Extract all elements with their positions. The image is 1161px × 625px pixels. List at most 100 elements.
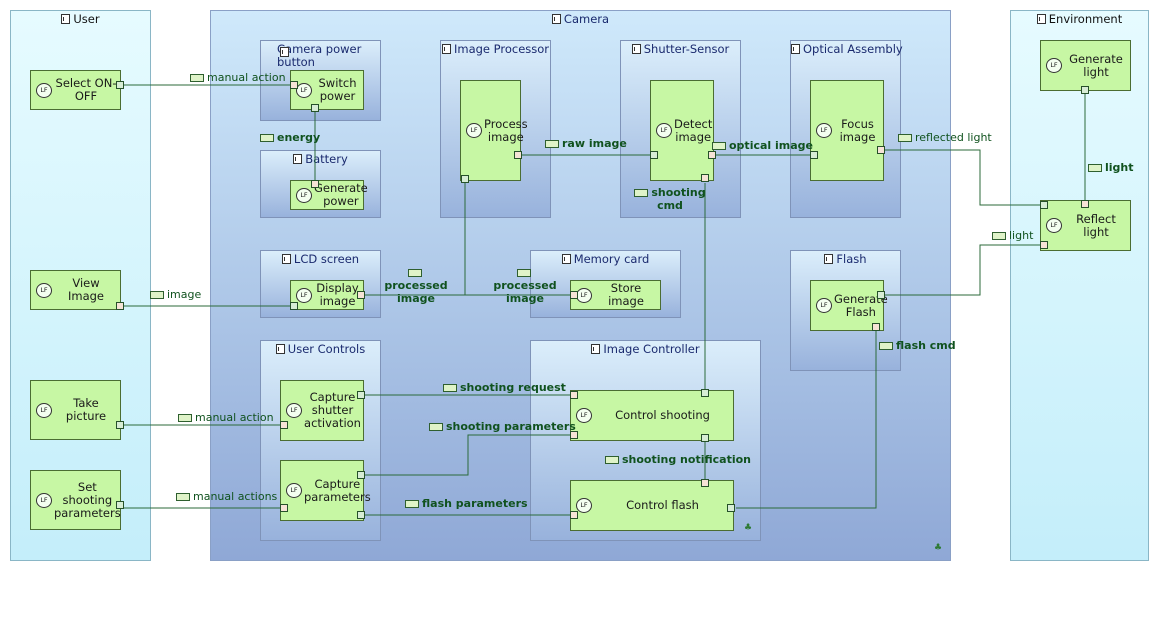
function-label: Reflect light — [1076, 211, 1116, 239]
function-icon: LF — [576, 287, 592, 303]
output-port[interactable] — [810, 151, 818, 159]
exchange-label: processed image — [485, 266, 565, 305]
function-label: Process image — [484, 116, 528, 144]
function-icon: LF — [576, 498, 592, 513]
input-port[interactable] — [570, 511, 578, 519]
exchange-icon — [992, 232, 1006, 240]
function-label: Focus image — [839, 116, 876, 144]
input-port[interactable] — [280, 421, 288, 429]
output-port[interactable] — [357, 391, 365, 399]
exchange-icon — [150, 291, 164, 299]
component-title: Image Controller — [531, 343, 760, 356]
input-port[interactable] — [872, 323, 880, 331]
input-port[interactable] — [570, 431, 578, 439]
hierarchy-icon[interactable]: ♣ — [933, 543, 943, 553]
output-port[interactable] — [701, 434, 709, 442]
input-port[interactable] — [357, 291, 365, 299]
input-port[interactable] — [514, 151, 522, 159]
exchange-label: light — [992, 229, 1033, 242]
camera-title: Camera — [211, 13, 950, 26]
component-title: Battery — [261, 153, 380, 166]
output-port[interactable] — [357, 511, 365, 519]
input-port[interactable] — [570, 291, 578, 299]
output-port[interactable] — [357, 471, 365, 479]
function-label: Capture shutter activation — [304, 390, 361, 430]
exchange-icon — [879, 342, 893, 350]
function-label: Generate Flash — [834, 291, 888, 319]
input-port[interactable] — [701, 479, 709, 487]
output-port[interactable] — [116, 81, 124, 89]
exchange-label: shooting request — [443, 381, 566, 394]
component-icon — [631, 44, 641, 54]
function-label: Select ON-OFF — [55, 76, 117, 103]
function-label: Detect image — [674, 116, 713, 144]
function-control-shooting[interactable]: LF Control shooting — [570, 390, 734, 441]
hierarchy-icon[interactable]: ♣ — [743, 523, 753, 533]
output-port[interactable] — [727, 504, 735, 512]
input-port[interactable] — [280, 504, 288, 512]
input-port[interactable] — [1040, 241, 1048, 249]
output-port[interactable] — [1081, 86, 1089, 94]
link-shooting-parameters — [364, 434, 571, 476]
actor-icon — [1036, 14, 1046, 24]
input-port[interactable] — [701, 174, 709, 182]
exchange-label: optical image — [712, 139, 813, 152]
exchange-icon — [429, 423, 443, 431]
exchange-icon — [176, 493, 190, 501]
exchange-label: shooting cmd — [633, 186, 707, 212]
input-port[interactable] — [116, 302, 124, 310]
component-icon — [791, 44, 800, 54]
exchange-icon — [260, 134, 274, 142]
function-icon: LF — [576, 408, 592, 423]
function-icon: LF — [296, 287, 312, 303]
link-flash-cmd — [736, 331, 877, 509]
output-port[interactable] — [116, 501, 124, 509]
component-title: Flash — [791, 253, 900, 266]
exchange-label: manual action — [190, 71, 286, 84]
output-port[interactable] — [311, 104, 319, 112]
output-port[interactable] — [1040, 201, 1048, 209]
exchange-icon — [190, 74, 204, 82]
output-port[interactable] — [701, 389, 709, 397]
component-icon — [275, 344, 285, 354]
input-port[interactable] — [290, 81, 298, 89]
exchange-label: shooting notification — [605, 453, 751, 466]
input-port[interactable] — [708, 151, 716, 159]
output-port[interactable] — [116, 421, 124, 429]
exchange-label: image — [150, 288, 201, 301]
output-port[interactable] — [461, 175, 469, 183]
output-port[interactable] — [877, 291, 885, 299]
component-title: User Controls — [261, 343, 380, 356]
environment-actor[interactable]: Environment — [1010, 10, 1149, 561]
function-label: Control shooting — [615, 408, 710, 422]
output-port[interactable] — [650, 151, 658, 159]
component-icon — [281, 254, 291, 264]
exchange-icon — [407, 269, 422, 277]
output-port[interactable] — [290, 302, 298, 310]
input-port[interactable] — [311, 180, 319, 188]
function-icon: LF — [286, 483, 302, 498]
component-icon — [561, 254, 571, 264]
user-title: User — [11, 13, 150, 26]
input-port[interactable] — [570, 391, 578, 399]
function-label: Take picture — [65, 396, 107, 423]
input-port[interactable] — [877, 146, 885, 154]
function-label: Capture parameters — [304, 476, 371, 504]
input-port[interactable] — [1081, 200, 1089, 208]
